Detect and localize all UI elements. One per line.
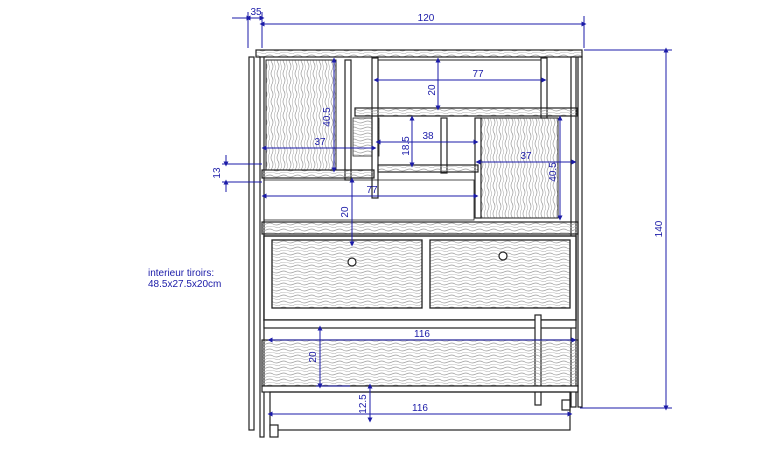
base-frame <box>269 391 571 431</box>
upper-right-panel <box>477 117 559 219</box>
label-lower-gap-height: 20 <box>340 206 351 218</box>
drawer-right-knob <box>498 251 508 261</box>
note-line-2: 48.5x27.5x20cm <box>148 279 222 290</box>
upper-shelf <box>354 107 578 117</box>
dimension-labels: 35 120 140 77 20 40.5 38 18.5 37 37 40.5… <box>212 7 665 414</box>
dimension-lines <box>222 12 672 423</box>
label-right-shelf-width: 37 <box>520 151 532 162</box>
label-left-column-height: 40.5 <box>322 107 333 127</box>
label-upper-gap-height: 20 <box>427 84 438 96</box>
label-total-width: 120 <box>418 13 435 24</box>
middle-shelf <box>377 164 479 173</box>
upper-left-panel <box>265 59 337 171</box>
drawer-right <box>429 239 571 309</box>
label-bottom-gap-height: 20 <box>308 351 319 363</box>
drawer-left <box>271 239 423 309</box>
label-total-height: 140 <box>654 220 665 237</box>
label-middle-box-width: 38 <box>422 131 434 142</box>
label-upper-shelf-width: 77 <box>472 69 484 80</box>
drawer-left-knob <box>347 257 357 267</box>
bottom-shelf <box>261 339 579 387</box>
left-shelf <box>261 169 375 179</box>
label-middle-box-height: 18.5 <box>401 136 412 156</box>
label-small-offset: 13 <box>212 167 223 179</box>
label-left-shelf-width: 37 <box>314 137 326 148</box>
label-leg-height: 12.5 <box>358 394 369 414</box>
label-base-width: 116 <box>412 403 428 414</box>
drawer-interior-note: interieur tiroirs: 48.5x27.5x20cm <box>148 268 221 290</box>
label-right-column-height: 40.5 <box>548 162 559 182</box>
label-depth: 35 <box>250 7 262 18</box>
label-lower-shelf-width: 77 <box>366 185 378 196</box>
top-board <box>255 49 583 58</box>
note-line-1: interieur tiroirs: <box>148 268 215 279</box>
lower-shelf <box>261 221 579 235</box>
label-bottom-shelf-width: 116 <box>414 329 430 340</box>
furniture <box>248 49 583 438</box>
